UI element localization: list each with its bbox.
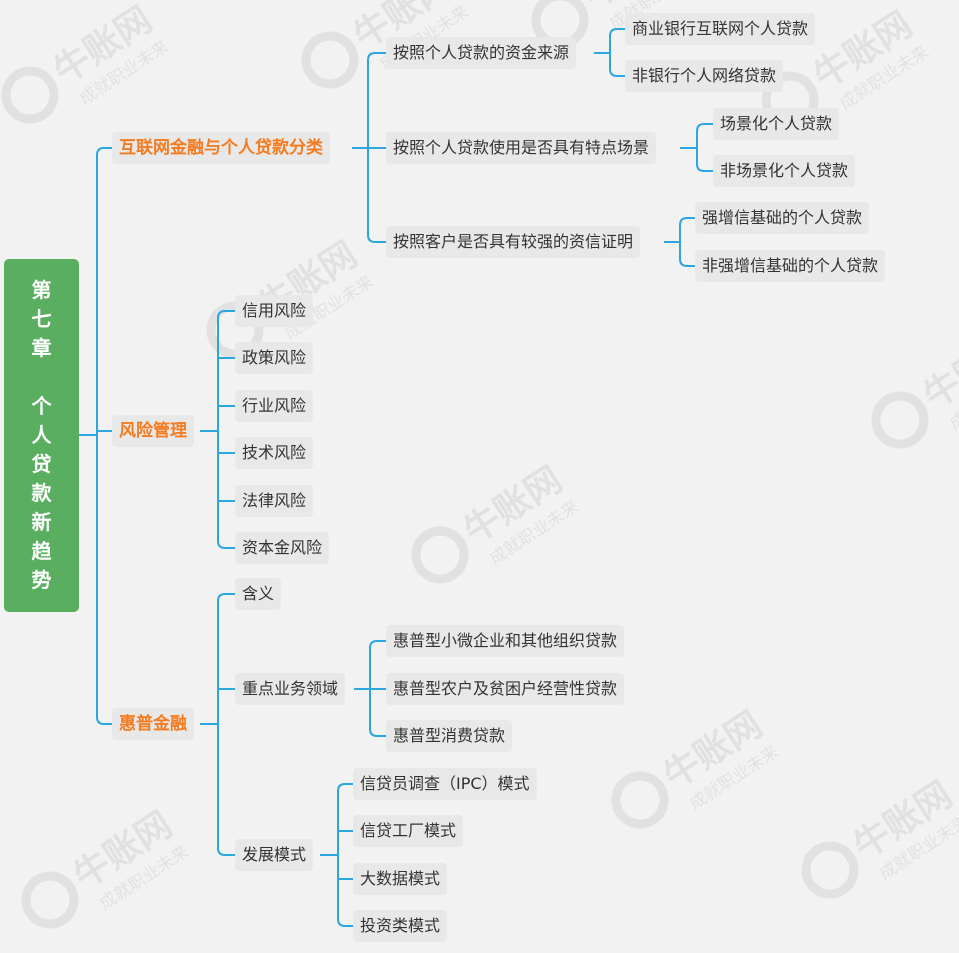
node-credit-factory-mode[interactable]: 信贷工厂模式 (353, 815, 464, 847)
node-development-mode[interactable]: 发展模式 (235, 839, 314, 871)
node-non-bank-loan[interactable]: 非银行个人网络贷款 (625, 60, 784, 92)
node-ipc-mode[interactable]: 信贷员调查（IPC）模式 (353, 768, 537, 800)
connector (680, 123, 713, 172)
node-technology-risk[interactable]: 技术风险 (235, 437, 314, 469)
connector (200, 310, 235, 549)
node-meaning[interactable]: 含义 (235, 578, 282, 610)
node-farmer-loan[interactable]: 惠普型农户及贫困户经营性贷款 (386, 673, 625, 705)
node-non-strong-credit-loan[interactable]: 非强增信基础的个人贷款 (695, 250, 886, 282)
root-subtitle: 个人贷款新趋势 (31, 394, 52, 592)
node-non-scenario-loan[interactable]: 非场景化个人贷款 (713, 155, 856, 187)
node-by-fund-source[interactable]: 按照个人贷款的资金来源 (386, 37, 577, 69)
connector (594, 28, 625, 77)
connector (200, 593, 235, 856)
node-big-data-mode[interactable]: 大数据模式 (353, 863, 448, 895)
node-key-business-areas[interactable]: 重点业务领域 (235, 673, 346, 705)
node-by-scenario[interactable]: 按照个人贷款使用是否具有特点场景 (386, 132, 657, 164)
root-title: 第七章 (31, 278, 52, 360)
connector (354, 640, 386, 737)
branch-inclusive-finance[interactable]: 惠普金融 (112, 708, 194, 740)
connector (320, 783, 353, 927)
node-by-credit-proof[interactable]: 按照客户是否具有较强的资信证明 (386, 226, 641, 258)
branch-internet-finance[interactable]: 互联网金融与个人贷款分类 (112, 132, 330, 164)
connector (79, 147, 112, 725)
node-commercial-bank-loan[interactable]: 商业银行互联网个人贷款 (625, 13, 816, 45)
root-node[interactable]: 第七章 个人贷款新趋势 (4, 259, 79, 612)
node-credit-risk[interactable]: 信用风险 (235, 295, 314, 327)
connector (352, 52, 386, 243)
branch-risk-management[interactable]: 风险管理 (112, 415, 194, 447)
node-policy-risk[interactable]: 政策风险 (235, 342, 314, 374)
node-strong-credit-loan[interactable]: 强增信基础的个人贷款 (695, 202, 870, 234)
node-legal-risk[interactable]: 法律风险 (235, 485, 314, 517)
connector (664, 217, 695, 267)
node-investment-mode[interactable]: 投资类模式 (353, 910, 448, 942)
node-industry-risk[interactable]: 行业风险 (235, 390, 314, 422)
node-scenario-loan[interactable]: 场景化个人贷款 (713, 108, 840, 140)
node-capital-risk[interactable]: 资本金风险 (235, 532, 330, 564)
node-small-micro-loan[interactable]: 惠普型小微企业和其他组织贷款 (386, 625, 625, 657)
node-consumer-loan[interactable]: 惠普型消费贷款 (386, 720, 513, 752)
